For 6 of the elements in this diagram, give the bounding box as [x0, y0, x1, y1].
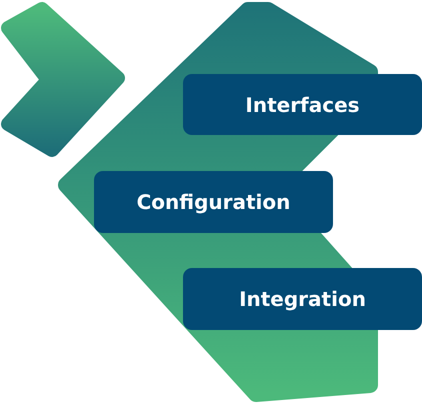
box-label: Integration [239, 287, 366, 311]
box-label: Configuration [136, 190, 290, 214]
label-box [94, 171, 333, 233]
label-box [183, 74, 422, 135]
box-label: Interfaces [245, 92, 360, 116]
label-box [183, 268, 422, 330]
